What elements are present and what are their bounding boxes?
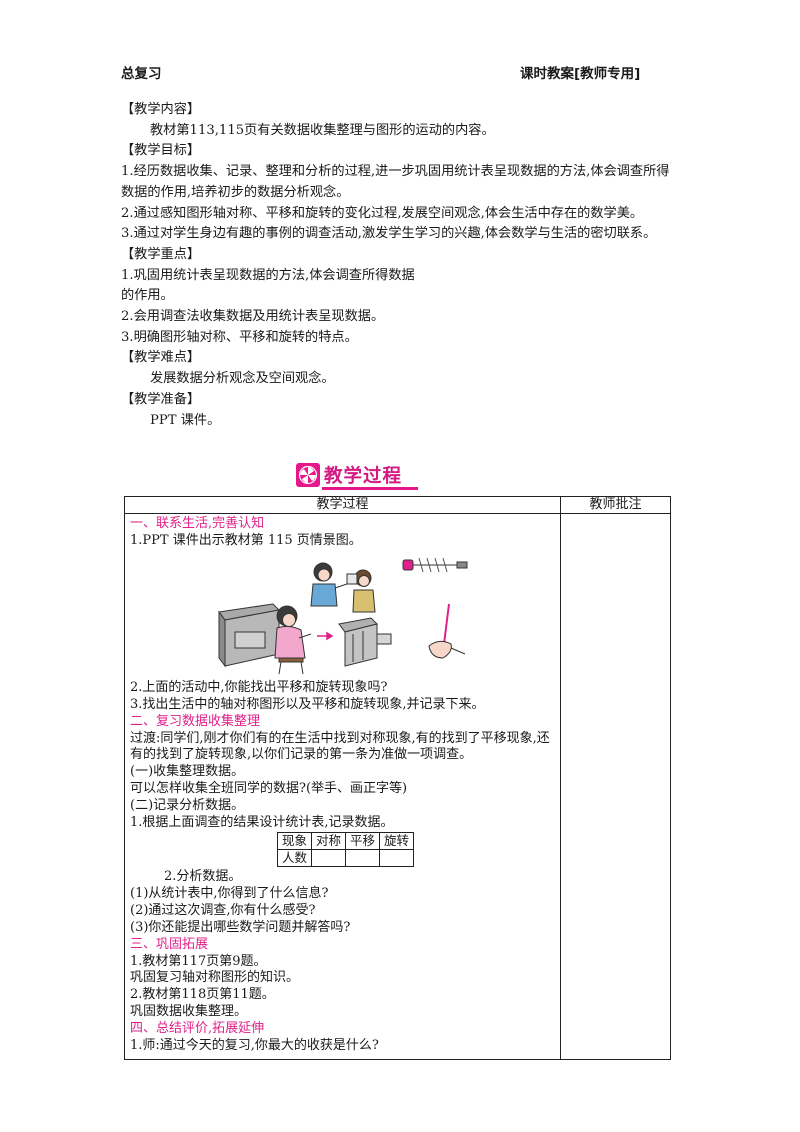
key-item: 1.巩固用统计表呈现数据的方法,体会调查所得数据 — [121, 267, 415, 283]
key-label: 【教学重点】 — [121, 246, 201, 262]
part4-heading: 四、总结评价,拓展延伸 — [130, 1021, 265, 1037]
part2-line: (3)你还能提出哪些数学问题并解答吗? — [130, 919, 351, 935]
part2-line: (1)从统计表中,你得到了什么信息? — [130, 885, 329, 901]
lesson-overview: 【教学内容】 教材第113,115页有关数据收集整理与图形的运动的内容。 【教学… — [121, 100, 681, 431]
stat-cell: 旋转 — [379, 831, 415, 850]
stat-header-row: 现象 对称 平移 旋转 — [276, 831, 415, 850]
part1-line: 2.上面的活动中,你能找出平移和旋转现象吗? — [130, 679, 388, 695]
scene-illustration — [130, 554, 555, 677]
part4-line: 1.师:通过今天的复习,你最大的收获是什么? — [130, 1038, 379, 1054]
stat-empty-cell — [311, 848, 347, 867]
stat-cell: 平移 — [345, 831, 381, 850]
process-banner: 教学过程 — [296, 462, 420, 490]
notes-cell — [560, 513, 671, 1060]
content-label: 【教学内容】 — [121, 102, 201, 117]
table-body-row: 一、联系生活,完善认知 1.PPT 课件出示教材第 115 页情景图。 — [124, 513, 671, 1060]
col-header-notes: 教师批注 — [560, 496, 671, 514]
process-cell: 一、联系生活,完善认知 1.PPT 课件出示教材第 115 页情景图。 — [124, 513, 561, 1060]
content-text: 教材第113,115页有关数据收集整理与图形的运动的内容。 — [150, 122, 495, 138]
part1-heading: 一、联系生活,完善认知 — [130, 516, 265, 531]
header-right: 课时教案[教师专用] — [520, 66, 641, 82]
part3-heading: 三、巩固拓展 — [130, 936, 209, 952]
prep-text: PPT 课件。 — [150, 412, 221, 428]
part2-line: 可以怎样收集全班同学的数据?(举手、画正字等) — [130, 781, 408, 797]
key-item: 3.明确图形轴对称、平移和旋转的特点。 — [121, 329, 358, 345]
goals-label: 【教学目标】 — [121, 143, 201, 159]
part2-line: 2.分析数据。 — [164, 868, 242, 884]
goal-item: 3.通过对学生身边有趣的事例的调查活动,激发学生学习的兴趣,体会数学与生活的密切… — [121, 226, 657, 242]
goal-item: 1.经历数据收集、记录、整理和分析的过程,进一步巩固用统计表呈现数据的方法,体会… — [121, 164, 670, 200]
part2-line: 过渡:同学们,刚才你们有的在生活中找到对称现象,有的找到了平移现象,还有的找到了… — [130, 730, 550, 763]
goal-item: 2.通过感知图形轴对称、平移和旋转的变化过程,发展空间观念,体会生活中存在的数学… — [121, 205, 644, 221]
stat-table: 现象 对称 平移 旋转 人数 — [276, 831, 415, 867]
stat-cell: 人数 — [276, 848, 313, 867]
stat-data-row: 人数 — [276, 848, 415, 867]
part3-line: 巩固复习轴对称图形的知识。 — [130, 970, 300, 986]
part3-line: 巩固数据收集整理。 — [130, 1004, 248, 1020]
part2-heading: 二、复习数据收集整理 — [130, 713, 261, 729]
banner-title: 教学过程 — [324, 466, 403, 487]
difficulty-text: 发展数据分析观念及空间观念。 — [150, 371, 335, 387]
process-table: 教学过程 教师批注 一、联系生活,完善认知 1.PPT 课件出示教材第 115 … — [124, 496, 671, 1060]
col-header-process: 教学过程 — [124, 496, 561, 514]
part2-line: (二)记录分析数据。 — [130, 798, 245, 814]
part2-line: 1.根据上面调查的结果设计统计表,记录数据。 — [130, 815, 394, 831]
stat-cell: 对称 — [311, 831, 347, 850]
header-left: 总复习 — [121, 66, 162, 82]
part1-line: 3.找出生活中的轴对称图形以及平移和旋转现象,并记录下来。 — [130, 696, 485, 712]
part1-line: 1.PPT 课件出示教材第 115 页情景图。 — [130, 532, 362, 548]
table-header-row: 教学过程 教师批注 — [124, 496, 671, 514]
part2-line: (一)收集整理数据。 — [130, 764, 245, 780]
stat-cell: 现象 — [276, 831, 313, 850]
difficulty-label: 【教学难点】 — [121, 350, 201, 366]
key-item: 2.会用调查法收集数据及用统计表呈现数据。 — [121, 309, 385, 325]
banner-underline — [322, 487, 418, 490]
part3-line: 2.教材第118页第11题。 — [130, 987, 275, 1003]
part3-line: 1.教材第117页第9题。 — [130, 953, 267, 969]
part2-line: (2)通过这次调查,你有什么感受? — [130, 902, 316, 918]
prep-label: 【教学准备】 — [121, 391, 201, 407]
pinwheel-icon — [296, 463, 320, 487]
stat-empty-cell — [379, 848, 415, 867]
stat-empty-cell — [345, 848, 381, 867]
key-item: 的作用。 — [121, 288, 174, 304]
